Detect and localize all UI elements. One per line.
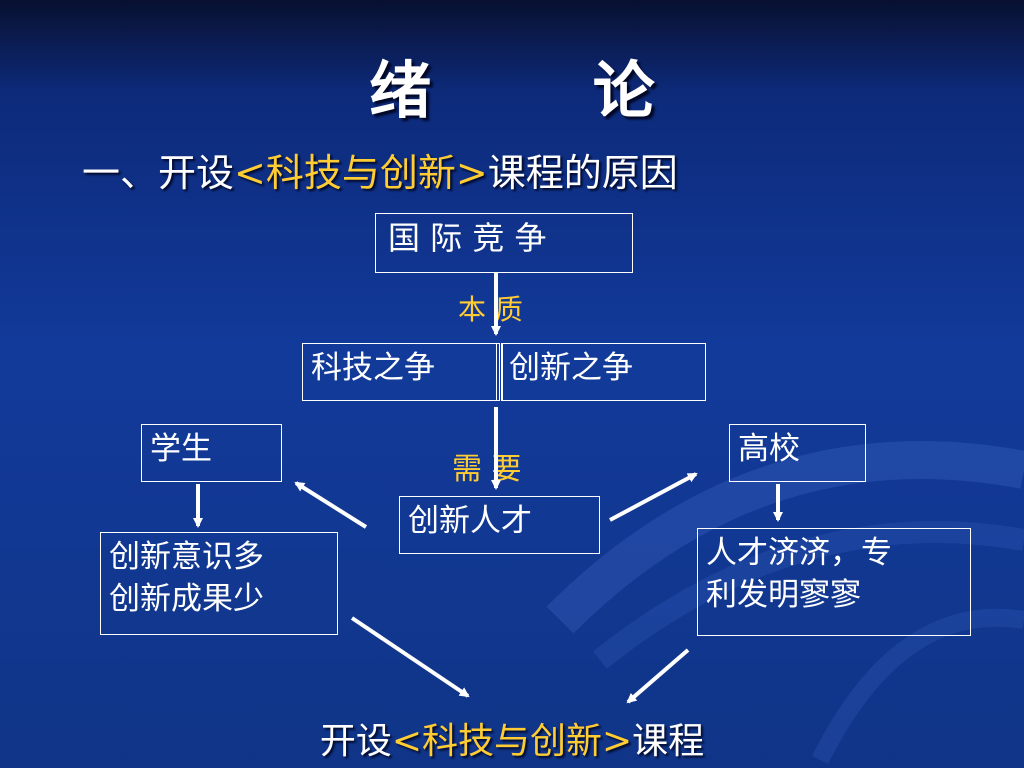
university-outcome-line-1: 人才济济，专 — [706, 535, 892, 571]
conclusion-prefix: 开设 — [319, 721, 392, 762]
node-university-outcome: 人才济济，专 利发明寥寥 — [697, 528, 971, 636]
conclusion-highlight: <科技与创新> — [391, 721, 633, 762]
label-need: 需 要 — [452, 452, 522, 487]
student-outcome-line-1: 创新意识多 — [109, 539, 264, 575]
university-outcome-line-2: 利发明寥寥 — [706, 576, 861, 613]
section-heading: 一、开设<科技与创新>课程的原因 — [82, 142, 678, 197]
node-student-outcome: 创新意识多 创新成果少 — [100, 532, 338, 635]
student-outcome-line-2: 创新成果少 — [109, 580, 264, 617]
arrow-student-outcome-to-course — [350, 616, 470, 698]
arrow-talent-to-universities — [609, 472, 698, 522]
conclusion-suffix: 课程 — [632, 721, 705, 762]
node-international-competition: 国 际 竞 争 — [375, 213, 633, 273]
node-students: 学生 — [141, 424, 282, 482]
heading-prefix: 一、开设 — [82, 151, 235, 195]
node-split-divider — [496, 343, 502, 401]
arrow-talent-to-students — [294, 481, 368, 529]
heading-highlight: <科技与创新> — [234, 151, 488, 195]
heading-suffix: 课程的原因 — [487, 151, 678, 195]
node-innovation-competition: 创新之争 — [502, 343, 706, 401]
label-essence: 本 质 — [458, 293, 523, 326]
conclusion-text: 开设<科技与创新>课程 — [0, 712, 1024, 764]
node-tech-competition: 科技之争 — [302, 343, 500, 401]
node-universities: 高校 — [729, 424, 866, 482]
arrow-university-outcome-to-course — [626, 648, 690, 704]
page-title: 绪 论 — [369, 54, 725, 127]
node-innovative-talent: 创新人才 — [399, 496, 600, 554]
